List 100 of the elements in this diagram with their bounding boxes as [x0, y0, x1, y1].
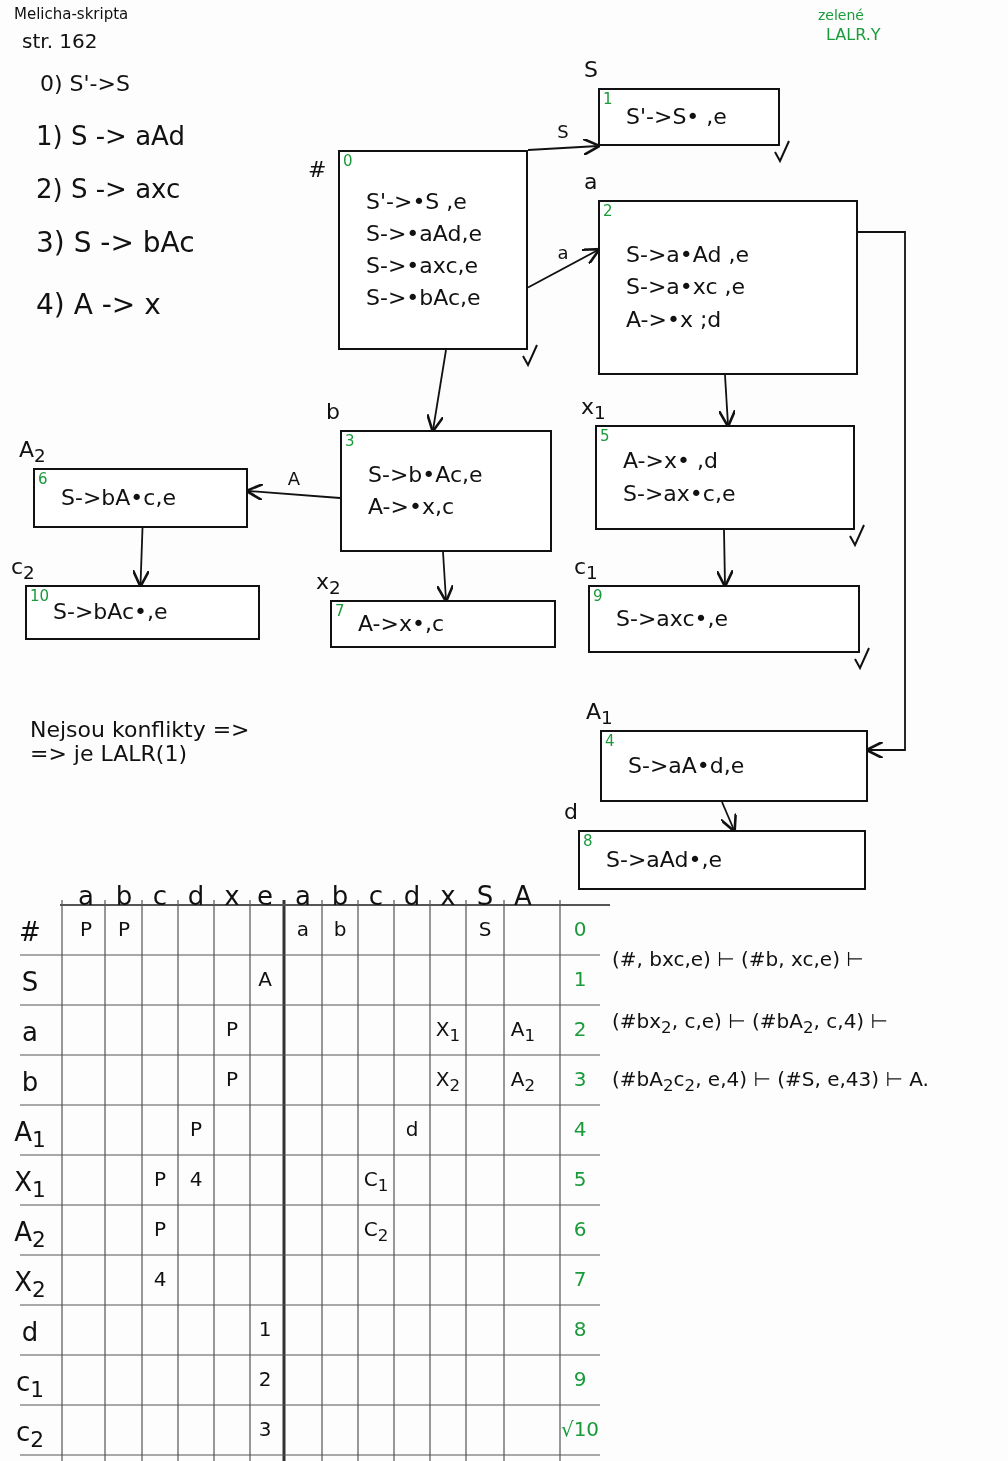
- lr-item: S->•axc,e: [366, 254, 480, 279]
- table-text: A: [258, 968, 272, 990]
- state-number: 4: [605, 733, 615, 750]
- state-number: 8: [583, 833, 593, 850]
- grammar-rule: 3) S -> bAc: [36, 228, 195, 259]
- state-symbol: b: [326, 400, 340, 425]
- note-text: zelené: [818, 8, 864, 24]
- table-text: e: [257, 882, 273, 911]
- table-text: d: [403, 882, 421, 911]
- table-text: d: [21, 1318, 39, 1347]
- lr-item: S->a•Ad ,e: [626, 243, 750, 268]
- table-text: a: [78, 882, 94, 911]
- lr-item: A->x•,c: [358, 611, 446, 637]
- state-symbol: d: [564, 800, 578, 825]
- state-number: 10: [30, 588, 50, 605]
- state-number: 3: [345, 433, 355, 450]
- state-number: 7: [573, 1268, 587, 1290]
- note-text: LALR.Y: [826, 26, 881, 44]
- lr-item: A->•x,c: [368, 495, 456, 520]
- table-text: c: [152, 882, 168, 911]
- state-number: 5: [600, 428, 610, 445]
- table-text: P: [153, 1168, 167, 1190]
- state-symbol: x$_{2}$: [316, 570, 341, 599]
- table-text: #: [19, 918, 41, 947]
- table-text: d: [187, 882, 205, 911]
- state-box: [338, 150, 528, 350]
- table-text: c$_{1}$: [15, 1368, 45, 1402]
- table-text: b: [21, 1068, 39, 1097]
- table-text: S: [21, 968, 39, 997]
- table-text: A: [514, 882, 532, 911]
- lr-item: A->x• ,d: [623, 449, 719, 474]
- lr-item: S'->S• ,e: [626, 104, 728, 130]
- transition-arrow: [715, 529, 735, 588]
- table-text: S: [478, 918, 492, 940]
- table-text: A$_{1}$: [510, 1018, 536, 1046]
- table-text: b: [331, 882, 349, 911]
- table-text: X$_{1}$: [435, 1018, 461, 1046]
- state-number: 8: [573, 1318, 587, 1340]
- parse-trace: (#bx$_{2}$, c,e) ⊢ (#bA$_{2}$, c,4) ⊢: [612, 1010, 888, 1038]
- table-text: 4: [189, 1168, 203, 1190]
- note-text: Melicha-skripta: [14, 6, 129, 23]
- state-number: 1: [573, 968, 587, 990]
- lr-item: S->b•Ac,e: [368, 462, 484, 487]
- lr-item: S->aAd•,e: [606, 847, 723, 873]
- state-symbol: S: [584, 58, 598, 83]
- note-text: Nejsou konflikty => => je LALR(1): [30, 718, 251, 767]
- state-symbol: A$_{2}$: [19, 438, 46, 467]
- state-box: [578, 830, 866, 890]
- transition-arrow: [717, 374, 737, 428]
- table-text: C$_{1}$: [363, 1168, 389, 1196]
- state-number: 6: [573, 1218, 587, 1240]
- state-box: [598, 88, 780, 146]
- grammar-rule: 1) S -> aAd: [36, 122, 185, 151]
- table-text: 2: [258, 1368, 272, 1390]
- state-number: 3: [573, 1068, 587, 1090]
- state-symbol: c$_{2}$: [11, 555, 35, 584]
- table-text: A$_{2}$: [14, 1218, 46, 1252]
- state-box: [330, 600, 556, 648]
- transition-arrow: [527, 137, 601, 157]
- table-text: X$_{2}$: [14, 1268, 46, 1302]
- table-text: P: [79, 918, 93, 940]
- state-number: 0: [343, 153, 353, 170]
- table-text: 3: [258, 1418, 272, 1440]
- state-number: 7: [335, 603, 345, 620]
- table-text: b: [115, 882, 133, 911]
- state-box: [33, 468, 248, 528]
- state-number: 9: [593, 588, 603, 605]
- state-symbol: x$_{1}$: [581, 395, 606, 424]
- lr-item: S->aA•d,e: [628, 753, 746, 779]
- table-text: P: [117, 918, 131, 940]
- transition-arrow: [426, 349, 447, 433]
- transition-arrow: [719, 801, 737, 833]
- table-text: c: [368, 882, 384, 911]
- grammar-rule: 2) S -> axc: [36, 175, 181, 204]
- lr-item: S->a•xc ,e: [626, 275, 747, 300]
- state-box: [25, 585, 260, 640]
- table-text: X$_{1}$: [14, 1168, 46, 1202]
- table-text: c$_{2}$: [15, 1418, 45, 1452]
- table-text: 4: [153, 1268, 167, 1290]
- state-symbol: A$_{1}$: [586, 700, 613, 729]
- state-number: 0: [573, 918, 587, 940]
- table-text: A$_{1}$: [14, 1118, 46, 1152]
- table-text: C$_{2}$: [363, 1218, 389, 1246]
- transition-arrow: [131, 527, 151, 588]
- lr-item: S->•aAd,e: [366, 221, 483, 246]
- state-symbol: c$_{1}$: [574, 555, 598, 584]
- state-number: 4: [573, 1118, 587, 1140]
- parse-trace: (#bA$_{2}$c$_{2}$, e,4) ⊢ (#S, e,43) ⊢ A.: [612, 1068, 929, 1096]
- lr-item: S->•bAc,e: [366, 286, 482, 311]
- state-number: 2: [603, 203, 613, 220]
- lr-item: S'->•S ,e: [366, 189, 468, 214]
- lr-item: A->•x ;d: [626, 307, 723, 332]
- state-number: 1: [603, 91, 613, 108]
- grammar-rule: 0) S'->S: [40, 72, 130, 97]
- lr-item: S->axc•,e: [616, 606, 730, 632]
- lr-item: S->ax•c,e: [623, 481, 737, 506]
- state-number: 6: [38, 471, 48, 488]
- lr-item: S->bA•c,e: [61, 485, 177, 511]
- table-text: d: [405, 1118, 419, 1140]
- transition-arrow: [857, 231, 906, 760]
